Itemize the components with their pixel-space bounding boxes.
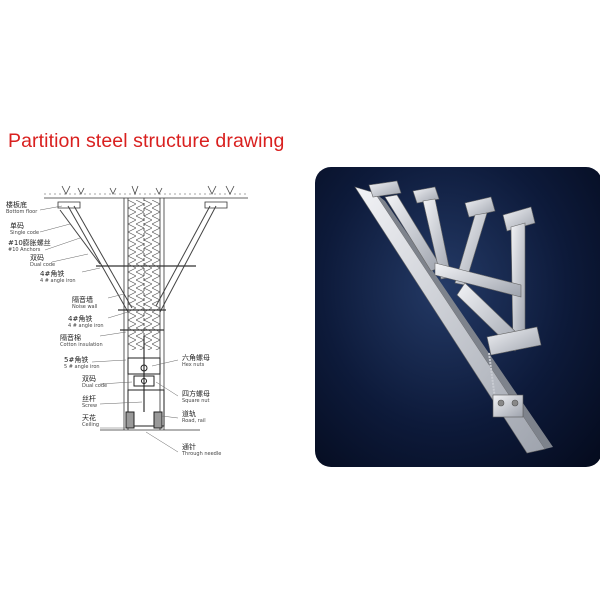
anchor-marks (61, 185, 235, 196)
insulation-fill (128, 200, 160, 350)
steel-frame-render (354, 180, 553, 454)
structure-photo (315, 167, 600, 467)
left-braces (59, 205, 133, 313)
rail-assembly (125, 357, 165, 429)
drawing-title: Partition steel structure drawing (8, 130, 285, 152)
anchor-plates (368, 180, 536, 232)
frame-braces (384, 194, 542, 356)
label-anchors: #10膨胀螺丝#10 Anchors (8, 239, 51, 253)
trolley (492, 394, 524, 418)
right-braces (155, 205, 217, 313)
hanging-screw (488, 352, 496, 400)
partition-structure-drawing (39, 185, 248, 453)
